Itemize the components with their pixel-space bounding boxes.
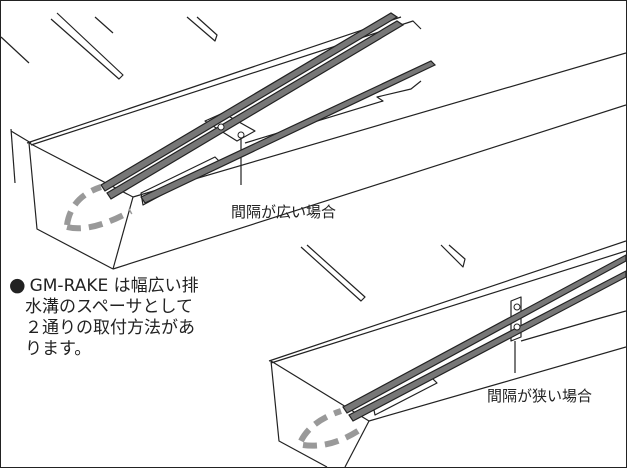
note-line-1: ●GM-RAKE は幅広い排	[9, 274, 199, 297]
grating-bar	[50, 12, 124, 80]
channel-end-face	[28, 142, 114, 270]
channel-front-edge	[112, 196, 134, 270]
rail-clamp	[237, 131, 245, 139]
drain-curve-dashed	[298, 408, 363, 449]
channel-back-edge	[1, 36, 30, 64]
drain-curve-dashed	[64, 184, 133, 232]
rail-upper	[342, 254, 626, 414]
channel-front-edge	[344, 420, 370, 467]
note-line-2: 水溝のスペーサとして	[25, 297, 193, 317]
rail-clamp	[513, 303, 521, 311]
inner-lip	[372, 376, 438, 416]
note-line-4: ります。	[25, 339, 92, 359]
inner-slope	[520, 310, 626, 342]
channel-far-edge	[26, 16, 402, 144]
rail-inner	[140, 60, 437, 204]
rail-upper	[100, 12, 399, 192]
grating-bar	[300, 244, 366, 302]
rail-clamp	[513, 323, 521, 331]
channel-left-edge	[10, 128, 16, 184]
installation-note: ●GM-RAKE は幅広い排 水溝のスペーサとして ２通りの取付方法があ ります…	[9, 275, 269, 360]
channel-bottom	[112, 104, 626, 270]
rail-lower	[348, 270, 626, 422]
grating-bar	[94, 16, 114, 34]
channel-flange	[30, 20, 422, 146]
bullet-icon: ●	[9, 274, 26, 296]
channel-far-edge	[268, 240, 626, 362]
spacer-bracket	[510, 296, 522, 342]
rail-clamp	[217, 123, 225, 131]
grating-bar	[186, 16, 218, 42]
channel-end-face	[270, 360, 328, 467]
channel-top-left	[10, 130, 32, 144]
label-narrow-spacing: 間隔が狭い場合	[487, 387, 593, 405]
rail-lower	[106, 20, 405, 200]
grating-bar	[440, 244, 466, 268]
inner-slope	[244, 80, 422, 144]
channel-flange	[270, 250, 626, 364]
note-line-3: ２通りの取付方法があ	[25, 318, 195, 338]
label-wide-spacing: 間隔が広い場合	[231, 203, 337, 221]
